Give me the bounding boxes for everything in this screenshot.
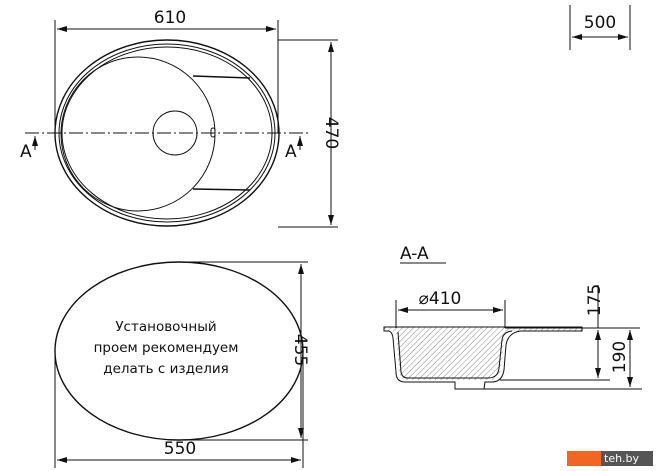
cabinet-label: 500 bbox=[584, 13, 616, 33]
drainboard-rib bbox=[192, 188, 251, 191]
drainboard-rib bbox=[192, 75, 251, 79]
cutout-view: 455 550 Установочный проем рекомендуем д… bbox=[54, 261, 310, 468]
watermark-text: teh.by bbox=[604, 452, 640, 465]
note-line: Установочный bbox=[115, 319, 216, 335]
cutout-width-label: 550 bbox=[164, 439, 196, 459]
note-line: делать с изделия bbox=[103, 361, 228, 377]
section-title: A-A bbox=[400, 244, 429, 264]
width-label: 610 bbox=[154, 8, 186, 28]
sink-section-outline bbox=[383, 326, 583, 390]
bowl-depth-label: 175 bbox=[585, 284, 605, 316]
section-mark-left: A bbox=[20, 142, 32, 162]
cutout-depth-label: 455 bbox=[290, 334, 310, 366]
diameter-label: ⌀410 bbox=[419, 289, 462, 309]
depth-label: 470 bbox=[321, 117, 341, 149]
watermark-logo: teh.by bbox=[567, 451, 653, 466]
cabinet-dimension: 500 bbox=[569, 5, 631, 50]
section-mark-right: A bbox=[285, 142, 297, 162]
total-depth-label: 190 bbox=[610, 341, 630, 373]
note-line: проем рекомендуем bbox=[94, 340, 239, 356]
section-view: A-A ⌀410 175 190 bbox=[383, 244, 642, 390]
top-view: 610 470 A A bbox=[20, 8, 341, 228]
